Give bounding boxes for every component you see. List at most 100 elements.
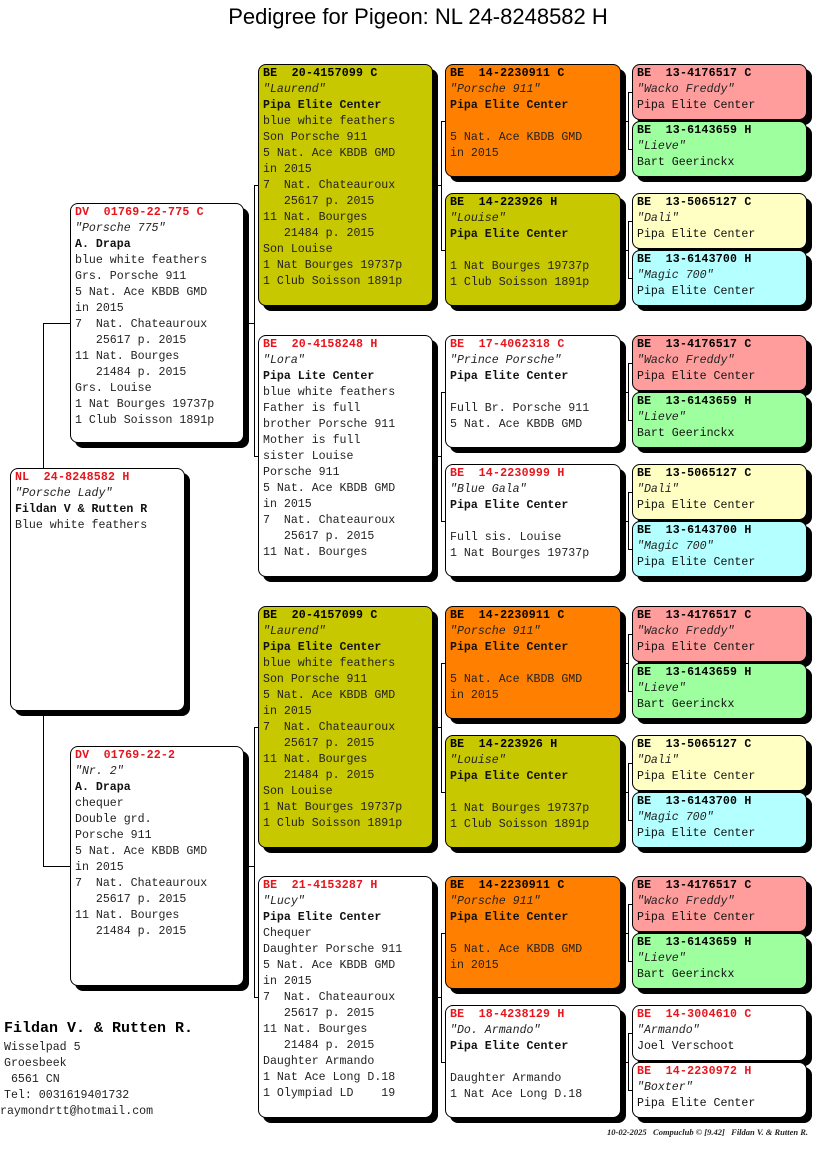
pigeon-note: Blue white feathers <box>15 519 148 532</box>
connector-line <box>441 791 445 793</box>
pigeon-note: chequer <box>75 797 124 810</box>
pigeon-name: "Lora" <box>263 354 305 367</box>
pigeon-note: 11 Nat. Bourges <box>263 211 368 224</box>
pigeon-note: Porsche 911 <box>75 829 152 842</box>
pigeon-card[interactable]: BE 13-5065127 C"Dali"Pipa Elite Center <box>632 735 807 791</box>
pigeon-note <box>450 785 616 801</box>
pigeon-card[interactable]: BE 20-4157099 C"Laurend"Pipa Elite Cente… <box>258 606 433 848</box>
pigeon-card[interactable]: BE 13-6143700 H"Magic 700"Pipa Elite Cen… <box>632 792 807 848</box>
pigeon-note: blue white feathers <box>263 115 396 128</box>
ring-number: DV 01769-22-2 <box>75 749 176 762</box>
ring-number: BE 13-6143700 H <box>637 253 752 266</box>
pigeon-card[interactable]: BE 14-2230911 C"Porsche 911"Pipa Elite C… <box>445 876 621 989</box>
breeder-name: Pipa Elite Center <box>637 556 756 569</box>
pigeon-card[interactable]: BE 18-4238129 H"Do. Armando"Pipa Elite C… <box>445 1005 621 1118</box>
pigeon-note: 21484 p. 2015 <box>75 925 187 938</box>
pigeon-name: "Dali" <box>637 212 679 225</box>
ring-number: BE 13-5065127 C <box>637 738 752 751</box>
connector-line <box>621 932 628 934</box>
pigeon-card[interactable]: BE 14-3004610 C"Armando"Joel Verschoot <box>632 1005 807 1061</box>
owner-tel: Tel: 0031619401732 <box>4 1089 130 1102</box>
pigeon-note: 7 Nat. Chateauroux <box>75 318 208 331</box>
breeder-name: Pipa Elite Center <box>637 827 756 840</box>
ring-number: BE 17-4062318 C <box>450 338 565 351</box>
pigeon-card[interactable]: BE 13-4176517 C"Wacko Freddy"Pipa Elite … <box>632 335 807 391</box>
pigeon-card[interactable]: BE 14-2230911 C"Porsche 911"Pipa Elite C… <box>445 64 621 177</box>
pigeon-name: "Armando" <box>637 1024 700 1037</box>
connector-line <box>441 391 442 521</box>
breeder-name: Pipa Elite Center <box>637 370 756 383</box>
pigeon-note: 7 Nat. Chateauroux <box>75 877 208 890</box>
pigeon-note: 25617 p. 2015 <box>263 530 375 543</box>
pigeon-note: 5 Nat. Ace KBDB GMD <box>450 673 583 686</box>
ring-number: BE 13-5065127 C <box>637 467 752 480</box>
pigeon-card[interactable]: BE 13-4176517 C"Wacko Freddy"Pipa Elite … <box>632 606 807 662</box>
pigeon-card[interactable]: BE 13-6143659 H"Lieve"Bart Geerinckx <box>632 933 807 989</box>
pigeon-note: 7 Nat. Chateauroux <box>263 991 396 1004</box>
pigeon-name: "Blue Gala" <box>450 483 527 496</box>
pigeon-name: "Magic 700" <box>637 540 714 553</box>
pigeon-card[interactable]: BE 13-6143700 H"Magic 700"Pipa Elite Cen… <box>632 521 807 577</box>
pigeon-card[interactable]: BE 13-6143659 H"Lieve"Bart Geerinckx <box>632 121 807 177</box>
connector-line <box>254 727 255 997</box>
pigeon-note: blue white feathers <box>75 254 208 267</box>
pigeon-card[interactable]: BE 13-4176517 C"Wacko Freddy"Pipa Elite … <box>632 876 807 932</box>
pigeon-note: 5 Nat. Ace KBDB GMD <box>450 418 583 431</box>
ring-number: BE 13-6143659 H <box>637 124 752 137</box>
pigeon-note: in 2015 <box>450 147 499 160</box>
pigeon-card[interactable]: BE 13-5065127 C"Dali"Pipa Elite Center <box>632 193 807 249</box>
connector-line <box>244 866 254 867</box>
connector-line <box>628 904 632 905</box>
connector-line <box>441 520 445 522</box>
pigeon-card[interactable]: BE 13-4176517 C"Wacko Freddy"Pipa Elite … <box>632 64 807 120</box>
pigeon-note: 11 Nat. Bourges <box>263 546 368 559</box>
connector-line <box>43 323 70 324</box>
pigeon-name: "Laurend" <box>263 625 326 638</box>
ring-number: BE 14-2230972 H <box>637 1065 752 1078</box>
pigeon-note: Son Porsche 911 <box>263 131 368 144</box>
pigeon-note: Double grd. <box>75 813 152 826</box>
pigeon-note: 1 Nat Ace Long D.18 <box>450 1088 583 1101</box>
ring-number: BE 21-4153287 H <box>263 879 378 892</box>
breeder-name: Pipa Elite Center <box>637 1097 756 1110</box>
pigeon-note: in 2015 <box>450 689 499 702</box>
pigeon-card[interactable]: BE 20-4157099 C"Laurend"Pipa Elite Cente… <box>258 64 433 306</box>
pigeon-card[interactable]: BE 13-6143659 H"Lieve"Bart Geerinckx <box>632 663 807 719</box>
breeder-name: Pipa Elite Center <box>637 99 756 112</box>
pigeon-card-subject[interactable]: NL 24-8248582 H"Porsche Lady"Fildan V & … <box>10 468 185 711</box>
pigeon-note: Full sis. Louise <box>450 531 562 544</box>
pigeon-note <box>450 385 616 401</box>
pigeon-card[interactable]: BE 13-5065127 C"Dali"Pipa Elite Center <box>632 464 807 520</box>
connector-line <box>621 391 628 393</box>
connector-line <box>621 520 628 522</box>
pigeon-note: 1 Nat Bourges 19737p <box>450 547 590 560</box>
pigeon-name: "Lieve" <box>637 682 686 695</box>
ring-number: BE 14-223926 H <box>450 196 558 209</box>
connector-line <box>628 363 632 364</box>
pigeon-card[interactable]: BE 14-2230911 C"Porsche 911"Pipa Elite C… <box>445 606 621 719</box>
pigeon-card[interactable]: BE 17-4062318 C"Prince Porsche"Pipa Elit… <box>445 335 621 448</box>
pigeon-note: 1 Nat Bourges 19737p <box>450 802 590 815</box>
owner-email: raymondrtt@hotmail.com <box>0 1105 154 1118</box>
pigeon-card[interactable]: BE 14-2230999 H"Blue Gala"Pipa Elite Cen… <box>445 464 621 577</box>
pigeon-note: 7 Nat. Chateauroux <box>263 514 396 527</box>
pigeon-card[interactable]: BE 13-6143659 H"Lieve"Bart Geerinckx <box>632 392 807 448</box>
owner-zip: 6561 CN <box>4 1073 60 1086</box>
connector-line <box>621 662 628 664</box>
connector-line <box>628 92 629 149</box>
breeder-name: Pipa Elite Center <box>637 770 756 783</box>
pigeon-card[interactable]: BE 14-2230972 H "Boxter" Pipa Elite Center <box>632 1062 807 1118</box>
pigeon-card[interactable]: BE 13-6143700 H"Magic 700"Pipa Elite Cen… <box>632 250 807 306</box>
pigeon-note: Grs. Porsche 911 <box>75 270 187 283</box>
pigeon-name: "Boxter" <box>637 1081 693 1094</box>
pigeon-note: 11 Nat. Bourges <box>75 350 180 363</box>
pigeon-name: "Magic 700" <box>637 811 714 824</box>
ring-number: BE 18-4238129 H <box>450 1008 565 1021</box>
pigeon-note: in 2015 <box>263 163 312 176</box>
